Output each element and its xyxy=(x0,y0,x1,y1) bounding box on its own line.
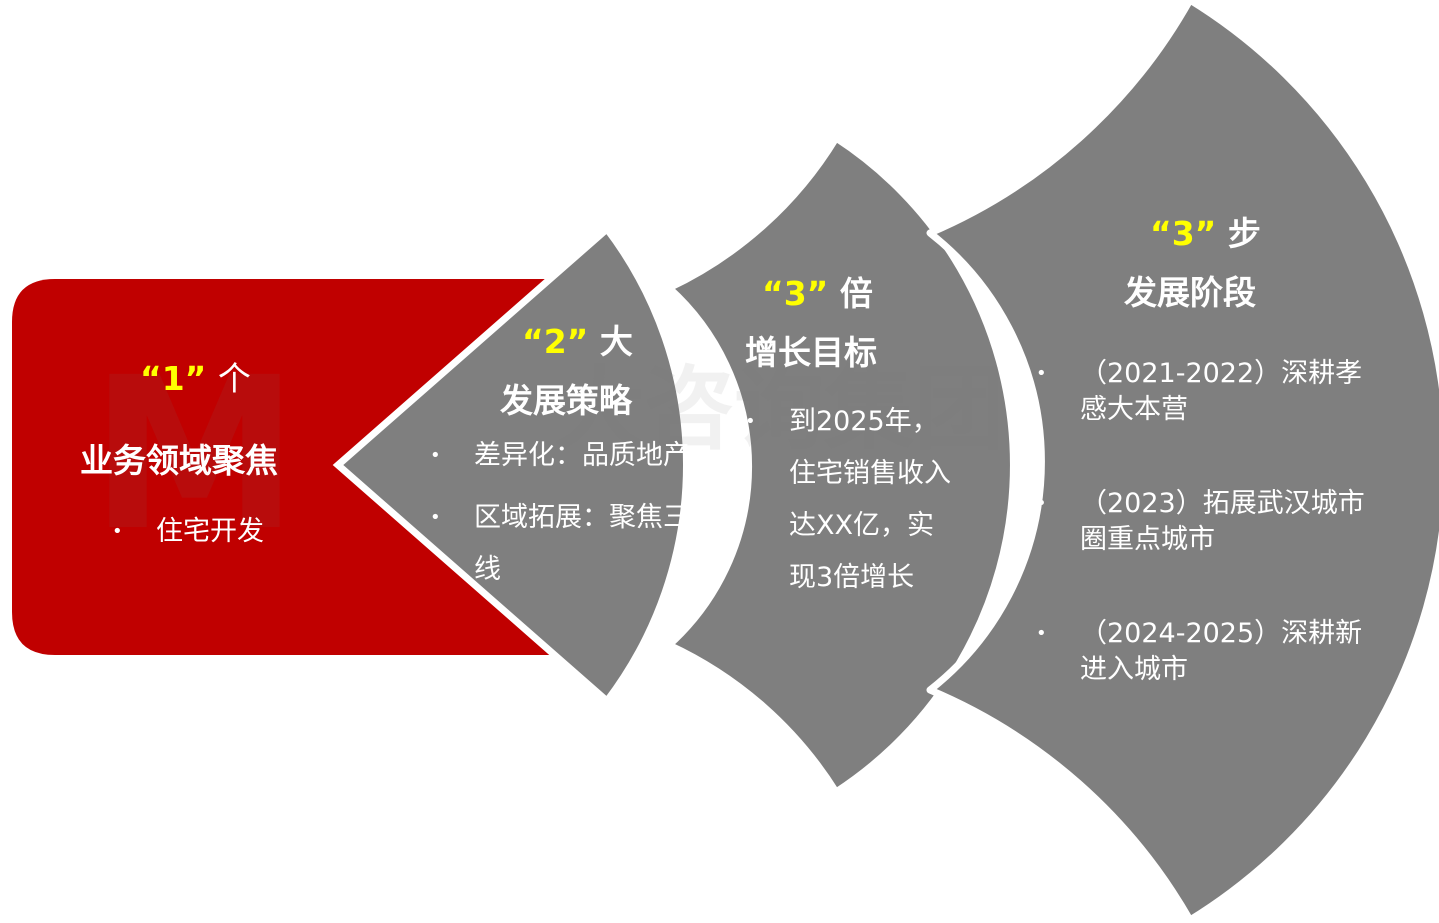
focus-title: “1” 个 xyxy=(140,350,251,408)
growth-number: “3” xyxy=(762,274,829,313)
list-item: • 差异化：品质地产 xyxy=(430,436,720,476)
strategy-title: “2” 大 xyxy=(522,313,633,371)
growth-subtitle: 增长目标 xyxy=(745,333,877,372)
bullet-icon: • xyxy=(745,411,756,432)
bullet-icon: • xyxy=(1036,363,1047,384)
bullet-text: 区域拓展：聚焦三四线 xyxy=(474,502,717,585)
list-item: • （2024-2025）深耕新进入城市 xyxy=(1036,616,1376,688)
bullet-icon: • xyxy=(1036,623,1047,644)
growth-title: “3” 倍 xyxy=(762,265,873,323)
strategy-number: “2” xyxy=(522,322,589,361)
stages-title-suffix: 步 xyxy=(1227,214,1261,253)
strategy-bullets: • 差异化：品质地产 • 区域拓展：聚焦三四线 xyxy=(430,436,720,596)
bullet-text: （2021-2022）深耕孝感大本营 xyxy=(1080,358,1363,425)
stages-number: “3” xyxy=(1150,214,1217,253)
bullet-text: 住宅开发 xyxy=(156,516,264,547)
stages-title: “3” 步 xyxy=(1150,205,1261,263)
strategy-title-suffix: 大 xyxy=(599,322,633,361)
strategy-subtitle: 发展策略 xyxy=(500,381,632,420)
list-item: • （2021-2022）深耕孝感大本营 xyxy=(1036,356,1376,428)
watermark-logo: M xyxy=(90,332,299,577)
strategy-sector xyxy=(332,223,690,707)
list-item: • 到2025年，住宅销售收入达XX亿，实现3倍增长 xyxy=(745,396,955,604)
bullet-icon: • xyxy=(430,445,441,466)
stages-subtitle: 发展阶段 xyxy=(1124,273,1256,312)
list-item: • 住宅开发 xyxy=(112,514,352,550)
growth-bullets: • 到2025年，住宅销售收入达XX亿，实现3倍增长 xyxy=(745,396,955,604)
focus-title-suffix: 个 xyxy=(217,359,251,398)
list-item: • （2023）拓展武汉城市圈重点城市 xyxy=(1036,486,1376,558)
bullet-icon: • xyxy=(430,507,441,528)
focus-subtitle: 业务领域聚焦 xyxy=(80,441,278,480)
focus-bullets: • 住宅开发 xyxy=(112,514,352,550)
bullet-text: 差异化：品质地产 xyxy=(474,440,690,471)
list-item: • 区域拓展：聚焦三四线 xyxy=(430,492,720,596)
stages-sector xyxy=(926,0,1439,923)
focus-number: “1” xyxy=(140,359,207,398)
growth-sector xyxy=(665,134,1017,796)
bullet-icon: • xyxy=(1036,493,1047,514)
growth-title-suffix: 倍 xyxy=(839,274,873,313)
bullet-text: （2024-2025）深耕新进入城市 xyxy=(1080,618,1363,685)
bullet-text: （2023）拓展武汉城市圈重点城市 xyxy=(1080,488,1365,555)
stages-bullets: • （2021-2022）深耕孝感大本营 • （2023）拓展武汉城市圈重点城市 •… xyxy=(1036,356,1376,688)
bullet-icon: • xyxy=(112,521,123,542)
watermark-logo: ·大咨询集团 xyxy=(520,357,1005,462)
bullet-text: 到2025年，住宅销售收入达XX亿，实现3倍增长 xyxy=(789,406,951,593)
